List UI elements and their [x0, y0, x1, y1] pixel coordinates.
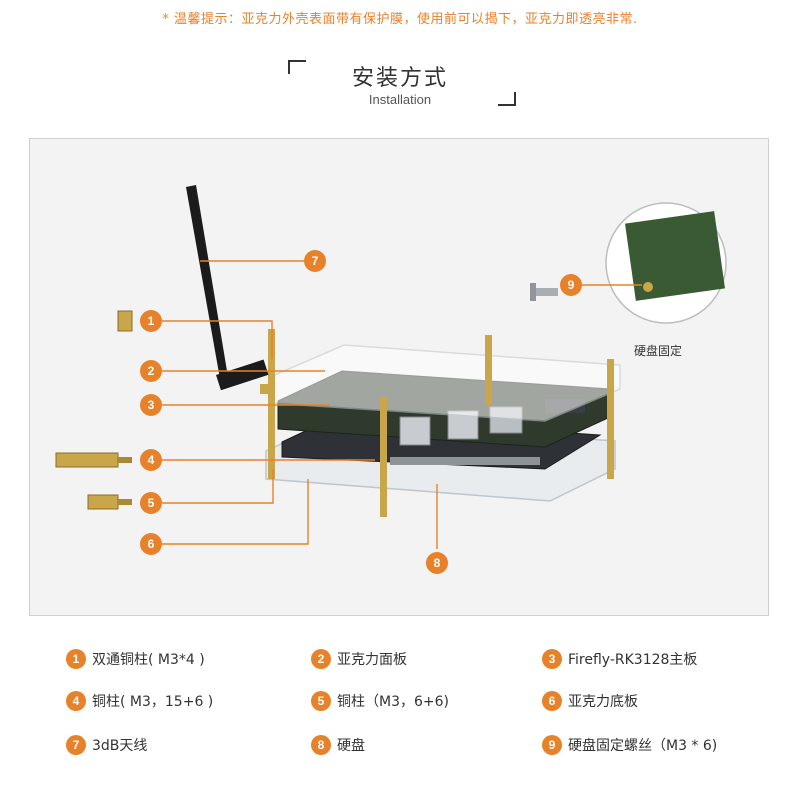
legend-number: 5	[311, 691, 331, 711]
leader-line-6	[162, 479, 309, 545]
leader-line-5	[162, 469, 274, 504]
legend-label: 硬盘	[337, 738, 365, 754]
brass-standoff	[268, 329, 275, 479]
callout-7-label: 7	[312, 254, 319, 268]
legend-item-8: 8 硬盘	[311, 734, 365, 756]
legend-label: 亚克力底板	[568, 694, 638, 710]
brass-standoff	[380, 397, 387, 517]
inset-caption: 硬盘固定	[634, 343, 682, 358]
callout-4: 4	[140, 449, 162, 471]
callout-badges: 1 2 3 4 5 6 7 8 9	[140, 250, 582, 574]
legend-item-6: 6 亚克力底板	[542, 690, 638, 712]
callout-2: 2	[140, 360, 162, 382]
callout-4-label: 4	[148, 453, 155, 467]
long-standoff	[55, 452, 119, 468]
callout-2-label: 2	[148, 364, 155, 378]
callout-5-label: 5	[148, 496, 155, 510]
hdd-screw-shaft	[536, 288, 558, 296]
callout-9-label: 9	[568, 278, 575, 292]
usb-port	[399, 416, 431, 446]
section-heading: 安装方式 Installation	[0, 52, 800, 112]
legend-label: 3dB天线	[92, 738, 148, 754]
legend-item-4: 4 铜柱( M3，15+6 )	[66, 690, 213, 712]
leader-lines	[162, 260, 642, 549]
callout-9: 9	[560, 274, 582, 296]
antenna-connector	[260, 384, 274, 394]
legend-label: 亚克力面板	[337, 652, 407, 668]
bracket-bottom-right	[498, 92, 516, 106]
hdd-screw	[530, 283, 536, 301]
leader-line-1	[162, 320, 273, 359]
legend-number: 2	[311, 649, 331, 669]
callout-6-label: 6	[148, 537, 155, 551]
callout-3: 3	[140, 394, 162, 416]
legend-number: 7	[66, 735, 86, 755]
antenna-base	[216, 359, 269, 391]
callout-6: 6	[140, 533, 162, 555]
legend-item-2: 2 亚克力面板	[311, 648, 407, 670]
callout-3-label: 3	[148, 398, 155, 412]
legend-number: 6	[542, 691, 562, 711]
legend-number: 4	[66, 691, 86, 711]
legend-label: 铜柱（M3，6+6)	[337, 694, 449, 710]
antenna	[186, 185, 228, 379]
legend-number: 1	[66, 649, 86, 669]
callout-5: 5	[140, 492, 162, 514]
callout-1-label: 1	[148, 314, 155, 328]
legend-item-7: 7 3dB天线	[66, 734, 147, 756]
legend-item-3: 3 Firefly-RK3128主板	[542, 648, 697, 670]
double-pass-standoff	[117, 310, 133, 332]
short-standoff-thread	[118, 499, 132, 505]
legend-number: 9	[542, 735, 562, 755]
legend-label: 铜柱( M3，15+6 )	[92, 694, 214, 710]
diagram-svg: 硬盘固定 1 2 3 4 5 6	[55, 185, 727, 574]
legend-item-5: 5 铜柱（M3，6+6)	[311, 690, 449, 712]
legend-item-1: 1 双通铜柱( M3*4 )	[66, 648, 205, 670]
callout-1: 1	[140, 310, 162, 332]
callout-7: 7	[304, 250, 326, 272]
short-standoff	[87, 494, 119, 510]
brass-standoff	[607, 359, 614, 479]
legend-item-9: 9 硬盘固定螺丝（M3 * 6)	[542, 734, 717, 756]
inset-screw	[643, 282, 653, 292]
brass-standoff	[485, 335, 492, 405]
inset-hdd-pcb	[625, 211, 725, 301]
hard-drive-label-strip	[390, 457, 540, 465]
callout-8: 8	[426, 552, 448, 574]
notice-text: * 温馨提示：亚克力外壳表面带有保护膜，使用前可以揭下，亚克力即透亮非常.	[162, 12, 638, 27]
installation-diagram: 硬盘固定 1 2 3 4 5 6	[29, 138, 769, 616]
long-standoff-thread	[118, 457, 132, 463]
legend-label: 双通铜柱( M3*4 )	[92, 652, 205, 668]
legend-number: 8	[311, 735, 331, 755]
page-title: 安装方式	[351, 66, 448, 91]
legend-label: 硬盘固定螺丝（M3 * 6)	[568, 738, 718, 754]
page-subtitle: Installation	[368, 92, 432, 107]
legend-label: Firefly-RK3128主板	[568, 652, 698, 668]
callout-8-label: 8	[434, 556, 441, 570]
legend-number: 3	[542, 649, 562, 669]
bracket-top-left	[288, 60, 306, 74]
